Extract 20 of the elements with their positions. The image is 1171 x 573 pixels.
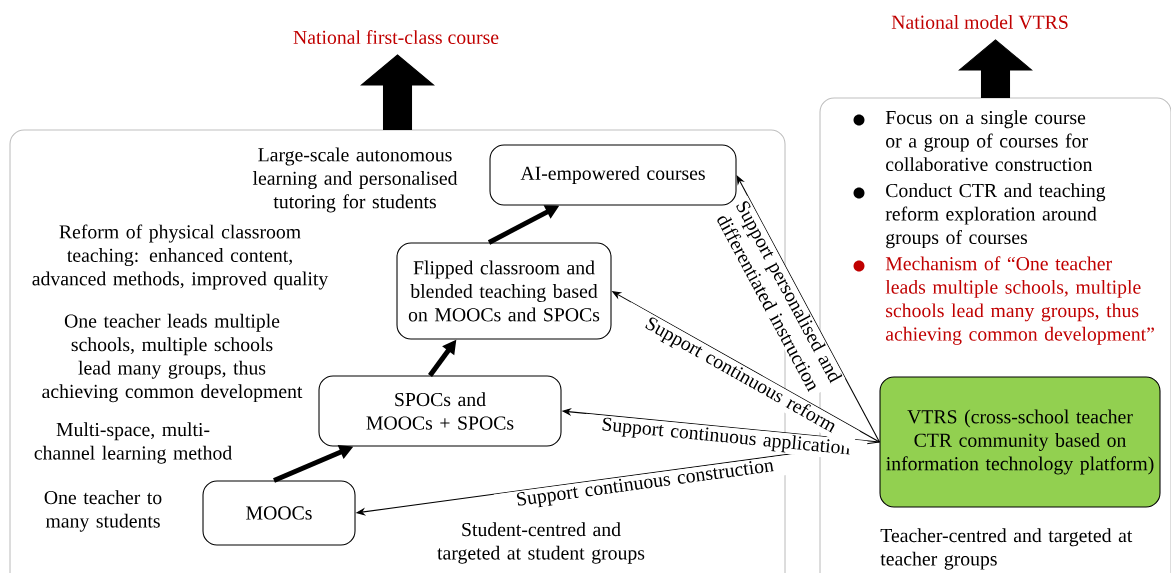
stage-description: One teacher leads multiple schools, multiple schools lead many groups, thus achieving common development [42,313,303,403]
stage-description: One teacher to many students [44,490,162,532]
edge-label: Support continuous construction [493,453,797,515]
stage-description: Large-scale autonomous learning and personalised tutoring for students [252,147,458,213]
course-box: MOOCs [202,480,356,546]
arrow [736,175,880,443]
course-box: AI-empowered courses [489,144,737,206]
bullet-item: Focus on a single course or a group of courses for collaborative construction [853,110,1093,172]
goal-text: National model VTRS [891,15,1068,29]
bullet-item: Conduct CTR and teaching reform exploration around groups of courses [853,183,1106,249]
course-box: SPOCs and MOOCs + SPOCs [318,375,562,447]
panel-note: Teacher-centred and targeted at teacher groups [880,528,1133,570]
goal-text: National first-class course [293,29,499,45]
course-box: Flipped classroom and blended teaching based on MOOCs and SPOCs [396,242,612,340]
panel-note: Student-centred and targeted at student groups [437,522,645,564]
platform-box: VTRS (cross-school teacher CTR community based on information technology platform) [879,376,1161,508]
block-arrow [360,54,435,130]
block-arrow [958,39,1033,98]
stage-description: Reform of physical classroom teaching: enhanced content, advanced methods, improved quality [32,224,329,290]
stage-description: Multi-space, multi-channel learning method [34,422,232,464]
